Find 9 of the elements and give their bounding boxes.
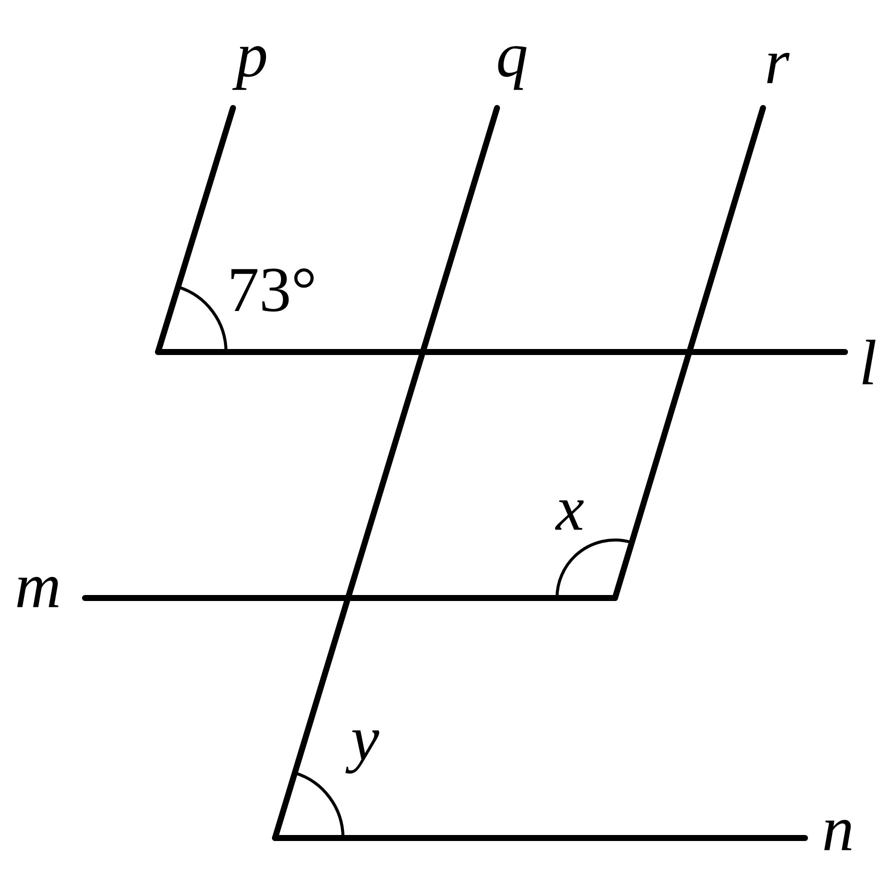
angle-label: y (345, 730, 380, 774)
angle-label: 73° (231, 268, 314, 312)
line-label: p (232, 46, 266, 90)
line-label: q (498, 46, 526, 90)
line-label: m (17, 576, 58, 608)
line-label: r (767, 52, 790, 84)
angle-label: x (555, 500, 584, 530)
line-label: l (862, 340, 876, 384)
line-label: n (824, 820, 852, 850)
